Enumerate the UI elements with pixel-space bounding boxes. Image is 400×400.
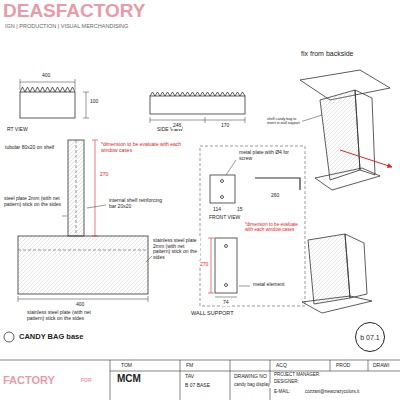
candy-zigzag — [150, 92, 245, 96]
drawing-label: internal shelf reinforcing bar 20x20 — [108, 198, 170, 209]
dimension-line — [20, 79, 75, 90]
drawing-label: RT VIEW — [6, 127, 29, 133]
drawing-label: stainless steel plate (with net pattern)… — [26, 310, 108, 321]
drawing-label: 270 — [199, 262, 209, 268]
drawing-label: FOR — [80, 378, 93, 384]
drawing-label: 260 — [270, 193, 280, 199]
dimension-line — [215, 297, 237, 298]
metal-element — [215, 238, 237, 293]
drawing-label: TOM — [120, 363, 133, 369]
red-dimension-line — [92, 140, 98, 236]
drawing-label: metal plate with Ø4 for screw — [238, 150, 302, 161]
title-block — [0, 360, 400, 400]
drawing-label: WALL SUPPORT — [190, 310, 235, 316]
candy-zigzag — [20, 87, 75, 92]
view-marker — [4, 332, 14, 342]
drawing-label: 15 — [236, 207, 244, 213]
tagline: IGN | PRODUCTION | VISUAL MERCHANDISING — [4, 23, 129, 29]
shelf-front — [20, 92, 75, 118]
drawing-label: shelf candy bag to insert in wall suppor… — [266, 118, 302, 126]
base-plate — [18, 236, 148, 294]
leader-line — [62, 216, 67, 217]
drawing-label: 400 — [75, 302, 85, 308]
reference-number: b 07.1 — [360, 334, 379, 341]
drawing-label: *dimension to be evaluate with each wind… — [100, 142, 194, 153]
drawing-label: FRONT VIEW — [208, 215, 241, 221]
candy-bag-side — [355, 90, 375, 175]
shelf-side — [150, 96, 245, 114]
drawing-label: *dimension to be evaluate with each wind… — [244, 222, 304, 232]
tubular-post — [68, 140, 84, 236]
drawing-label: metal element — [252, 282, 285, 288]
fix-arrow — [340, 150, 392, 167]
drawing-label: DESIGNER: — [273, 380, 300, 385]
logo: DEASFACTORY — [2, 1, 147, 22]
drawing-label: stainless steel plate 2mm (with net patt… — [152, 238, 200, 260]
view-reference-circle: b 07.1 — [355, 322, 385, 352]
drawing-label: 246 — [172, 123, 182, 129]
screw-hole — [221, 196, 224, 199]
drawing-label: 74 — [222, 300, 230, 306]
leader-line — [87, 205, 106, 208]
leader-line — [300, 115, 322, 122]
screw-hole — [221, 180, 224, 183]
wall-support-frame — [200, 146, 305, 306]
plate-front — [210, 175, 235, 203]
drawing-label: candy bag display — [233, 383, 271, 388]
drawing-label: CANDY BAG base — [18, 333, 84, 341]
wall-bracket — [315, 168, 380, 190]
drawing-label: FM — [185, 363, 194, 369]
dimension-line — [83, 92, 89, 118]
drawing-label: TAV — [184, 374, 195, 380]
drawing-label: PROJECT MANAGER: — [273, 373, 321, 378]
drawing-label: 270 — [99, 172, 109, 178]
plate-side — [255, 178, 300, 190]
screw-hole — [225, 245, 228, 248]
drawing-label: cozzani@newcrazycolors.it — [304, 390, 360, 395]
candy-bag-3d — [308, 234, 350, 304]
dimension-line — [150, 117, 245, 123]
bag-base — [302, 296, 372, 313]
drawing-label: fix from backside — [300, 50, 355, 58]
drawing-label: 400 — [41, 73, 51, 79]
candy-bag-3d — [320, 90, 360, 180]
leader-line — [226, 160, 236, 175]
reinforcing-bar — [76, 140, 77, 236]
drawing-label: ACQ — [275, 363, 288, 369]
screw-hole — [225, 284, 228, 287]
drawing-label: PROD — [335, 363, 351, 369]
drawing-label: FACTORY — [2, 374, 56, 386]
drawing-label: MCM — [116, 373, 142, 384]
drawing-label: DRAWI — [372, 363, 390, 369]
drawing-label: 100 — [89, 99, 99, 105]
inner-edge — [18, 250, 148, 251]
drawing-label: B 07 BASE — [184, 383, 211, 389]
drawing-label: steel plate 2mm (with net pattern) stick… — [3, 196, 63, 207]
drawing-label: 170 — [220, 123, 230, 129]
drawing-label: DRAWING NO — [233, 374, 268, 380]
candy-bag-side — [345, 234, 367, 298]
leader-line — [239, 286, 250, 287]
drawing-label: E-MAIL: — [273, 390, 291, 395]
drawing-label: 114 — [212, 207, 222, 213]
drawing-label: tubolar 80x20 on shelf — [4, 145, 64, 151]
